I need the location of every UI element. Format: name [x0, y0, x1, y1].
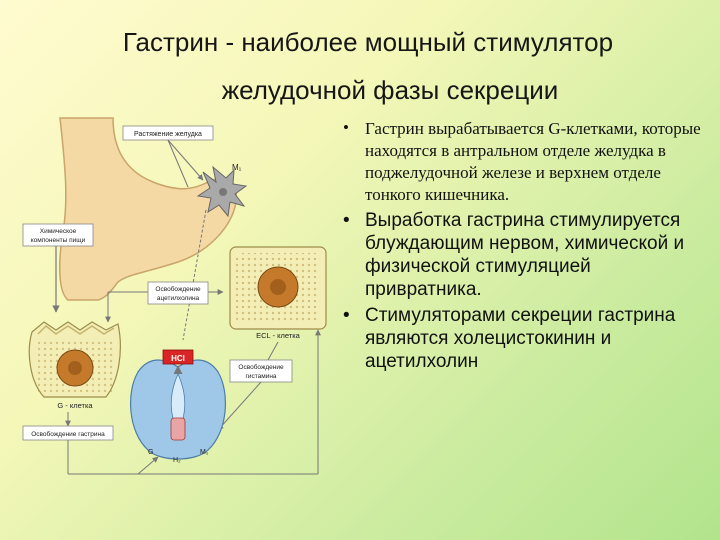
histamine-label-line2: гистамина	[245, 373, 276, 380]
histamine-label-line1: Освобождение	[238, 363, 284, 371]
bullet-item-1: • Гастрин вырабатывается G-клетками, кот…	[337, 118, 712, 206]
bullet-item-3: • Стимуляторами секреции гастрина являют…	[337, 304, 712, 373]
slide-title-line-1: Гастрин - наиболее мощный стимулятор	[122, 27, 614, 57]
ach-label-line2: ацетилхолина	[157, 295, 200, 302]
m1-neuron-label: M₁	[232, 163, 242, 172]
receptor-h2-label: H₂	[173, 457, 181, 464]
chemical-label-line1: Химическое	[40, 228, 77, 235]
ach-label-line1: Освобождение	[155, 285, 201, 293]
bullet-text-1: Гастрин вырабатывается G-клетками, котор…	[365, 119, 701, 204]
chemical-label-box	[22, 223, 94, 247]
receptor-m1-label: M₁	[200, 449, 209, 456]
distension-label: Растяжение желудка	[134, 131, 202, 138]
bullet-text-2: Выработка гастрина стимулируется блуждаю…	[365, 210, 685, 300]
bullet-glyph: •	[343, 305, 350, 326]
receptor-g-label: G	[148, 449, 153, 456]
bullet-glyph: •	[343, 118, 349, 137]
gastrin-secretion-diagram: Растяжение желудка M₁ Химическое компоне…	[22, 117, 327, 475]
bullet-item-2: • Выработка гастрина стимулируется блужд…	[337, 209, 712, 301]
bullet-text-3: Стимуляторами секреции гастрина являются…	[365, 305, 676, 372]
hcl-box	[162, 349, 194, 365]
slide-title-line-2: желудочной фазы секреции	[221, 75, 559, 105]
bullet-glyph: •	[343, 210, 350, 231]
chemical-label-line2: компоненты пищи	[31, 237, 86, 244]
ach-label-box	[147, 281, 209, 305]
ecl-cell-label: ECL - клетка	[256, 331, 301, 340]
gastrin-release-label: Освобождение гастрина	[31, 430, 105, 438]
g-cell-label: G - клетка	[57, 401, 93, 410]
hcl-label: HCl	[171, 354, 185, 363]
bullet-list: • Гастрин вырабатывается G-клетками, кот…	[337, 118, 712, 376]
